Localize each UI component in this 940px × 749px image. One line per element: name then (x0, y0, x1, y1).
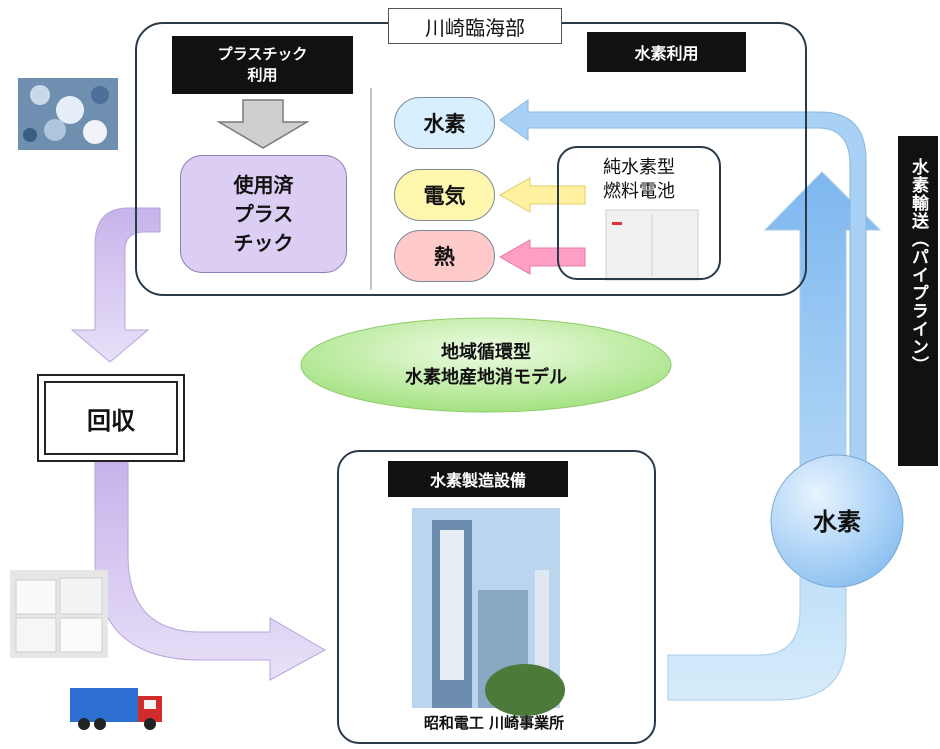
center-model-line-2: 水素地産地消モデル (405, 367, 567, 388)
fuel-cell-box: 純水素型 燃料電池 (557, 146, 721, 280)
truck-icon (70, 688, 162, 730)
plastic-bales-photo (10, 570, 108, 658)
center-model-line-1: 地域循環型 (441, 342, 531, 363)
fuel-cell-label: 純水素型 燃料電池 (559, 156, 719, 204)
electricity-arrow (498, 177, 586, 213)
collection-box: 回収 (37, 374, 185, 462)
factory-tower-photo (412, 508, 565, 716)
hydrogen-transport-band: 水素輸送（パイプライン） (898, 136, 938, 466)
plant-caption: 昭和電工 川崎事業所 (423, 714, 565, 732)
hydrogen-pipeline-arrow (499, 99, 867, 471)
hydrogen-transport-label: 水素輸送（パイプライン） (908, 158, 928, 374)
electricity-output-pill: 電気 (394, 169, 495, 221)
used-plastic-line-3: チック (233, 230, 294, 255)
fuel-cell-unit-photo (605, 209, 699, 281)
plastic-use-line-1: プラスチック (217, 45, 308, 63)
hydrogen-production-box (337, 450, 656, 744)
center-ellipse-shape (300, 317, 672, 413)
hydrogen-circle-label: 水素 (813, 508, 861, 536)
hydrogen-use-title: 水素利用 (587, 32, 746, 72)
hydrogen-circle-shape (770, 454, 904, 588)
fuel-cell-line-2: 燃料電池 (603, 181, 675, 202)
kawasaki-area-label: 川崎臨海部 (388, 8, 562, 44)
fuel-cell-line-1: 純水素型 (603, 157, 675, 178)
used-plastic-box: 使用済 プラス チック (180, 155, 347, 273)
production-arrow (94, 461, 327, 681)
plastic-waste-photo (18, 78, 118, 150)
plastic-use-title: プラスチック 利用 (172, 36, 353, 94)
heat-output-pill: 熱 (394, 230, 495, 282)
plastic-down-arrow (216, 99, 310, 149)
used-plastic-line-1: 使用済 (233, 172, 294, 197)
hydrogen-output-pill: 水素 (394, 97, 495, 149)
center-model-label: 地域循環型 水素地産地消モデル (331, 340, 641, 390)
plastic-use-line-2: 利用 (247, 66, 278, 84)
used-plastic-line-2: プラス (233, 201, 294, 226)
collection-box-inner: 回収 (44, 381, 178, 455)
hydrogen-production-title: 水素製造設備 (388, 461, 568, 497)
